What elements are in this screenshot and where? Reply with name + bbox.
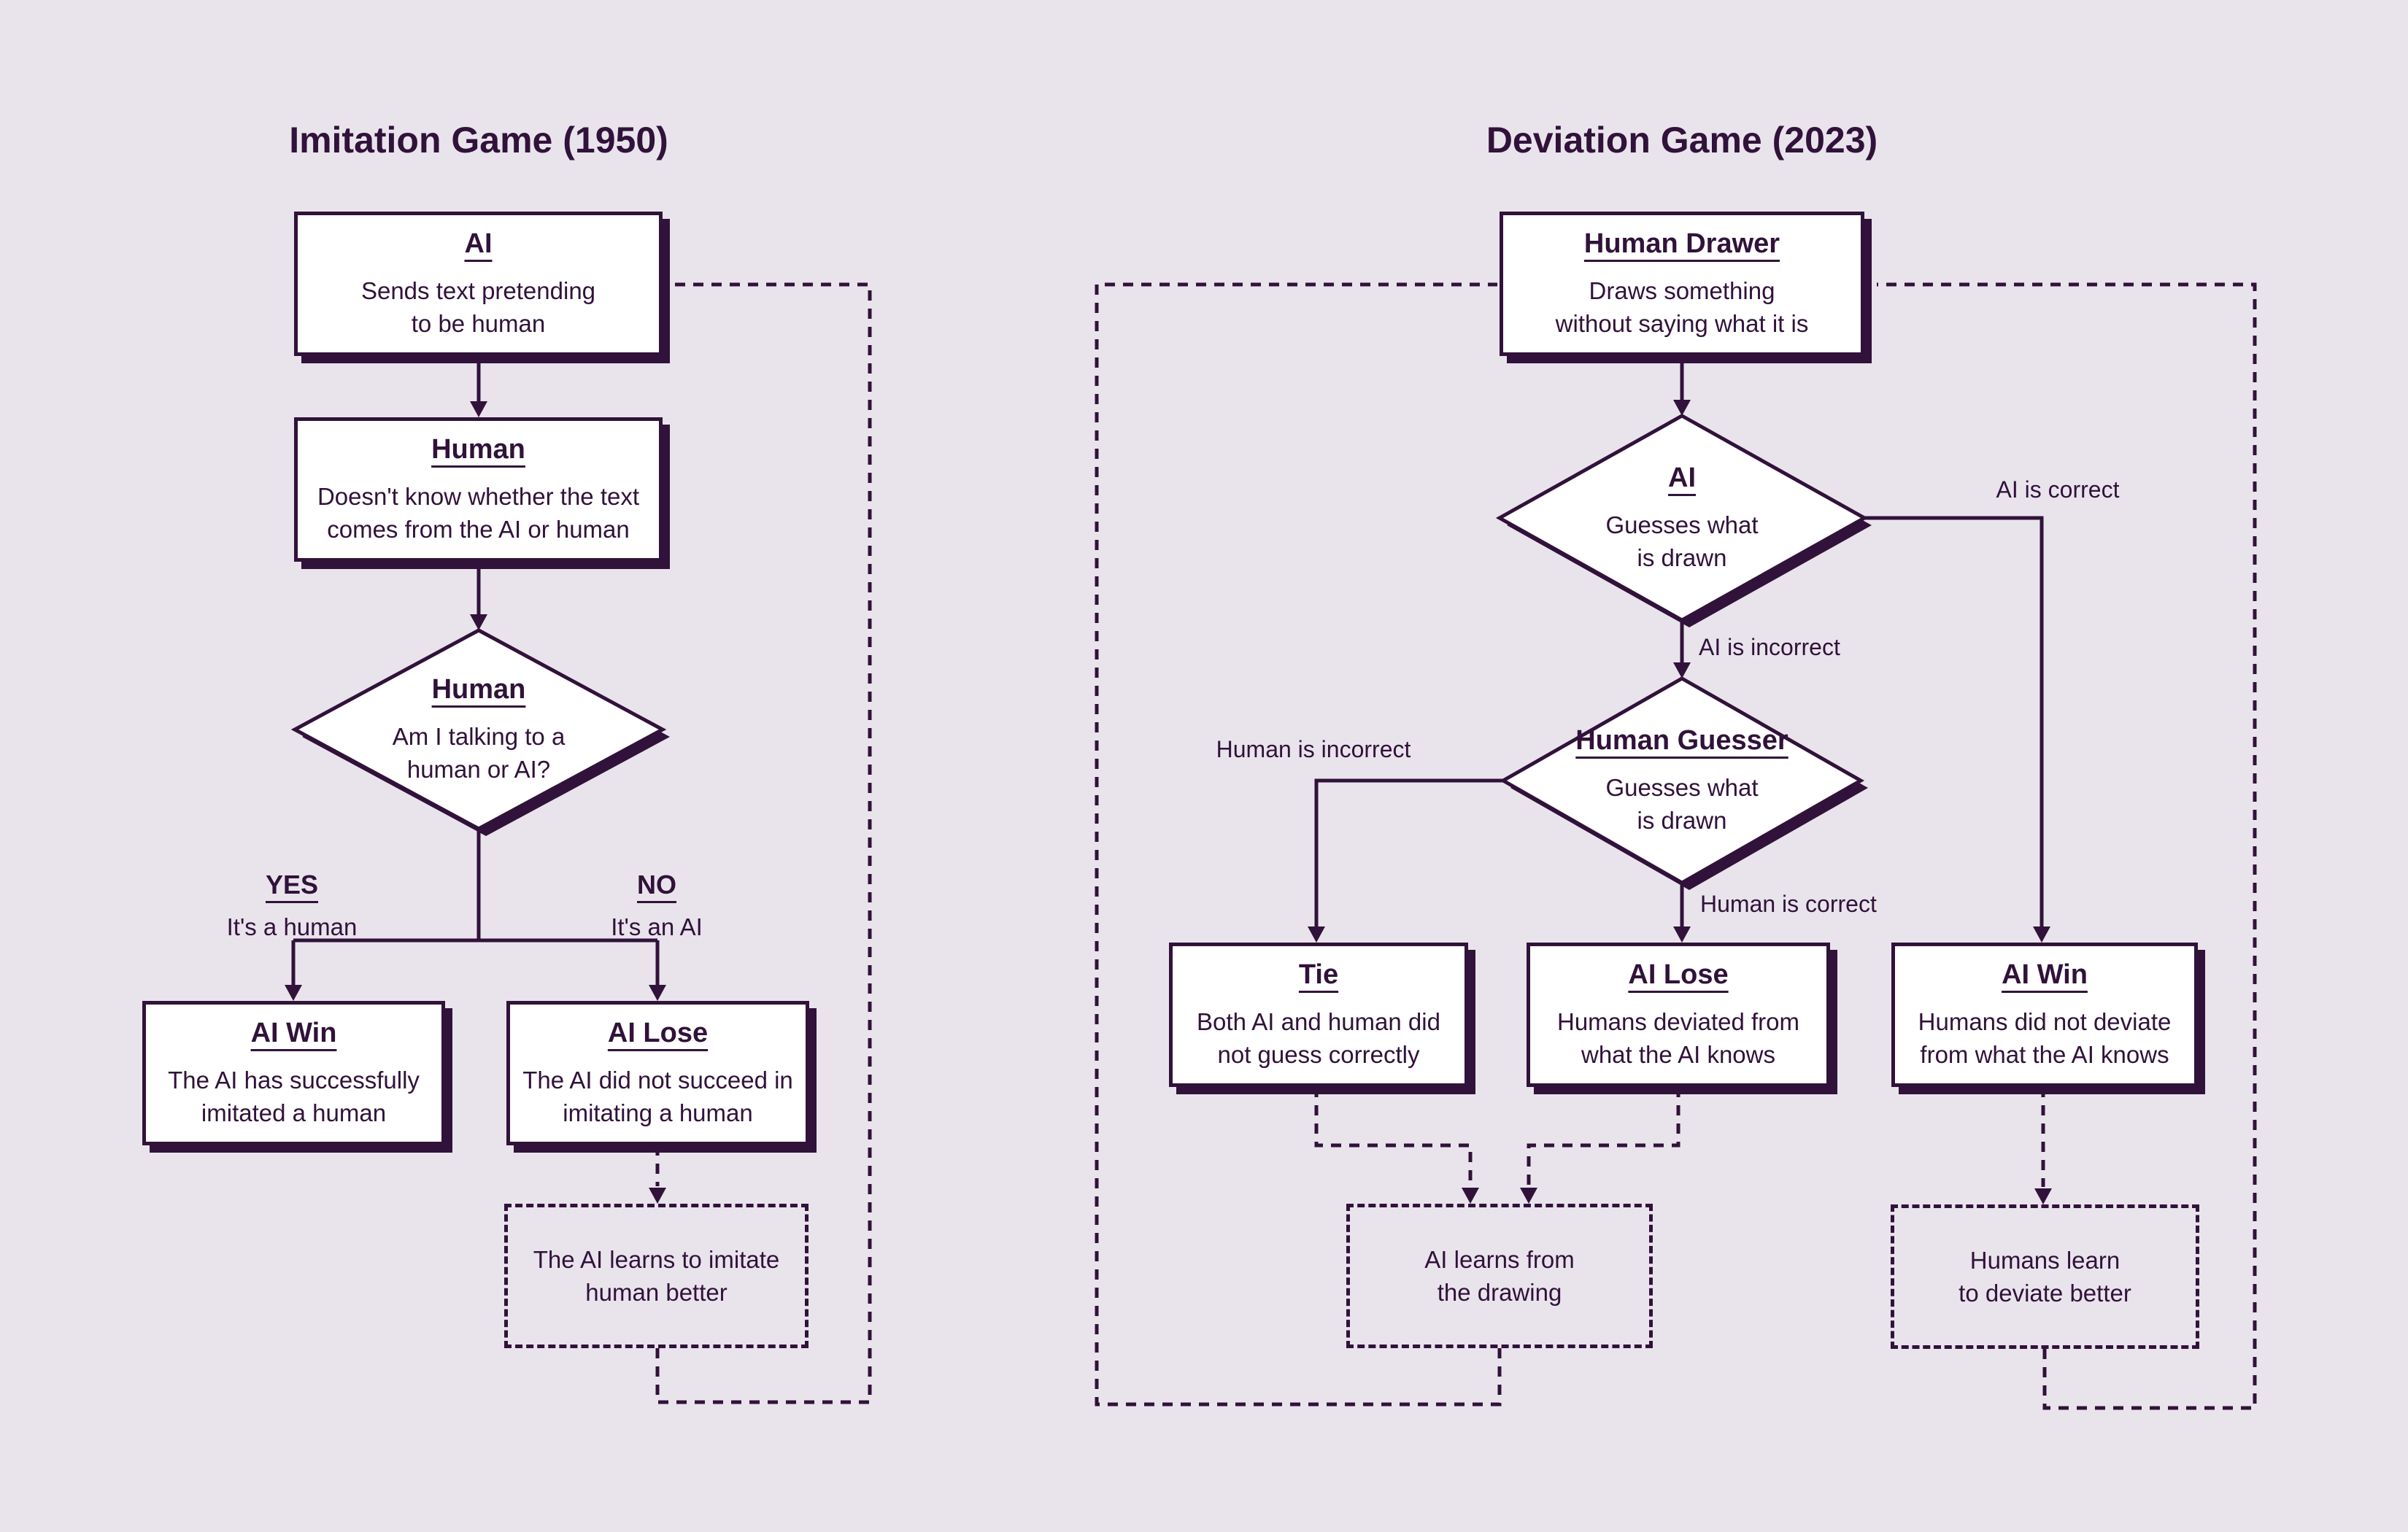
branch-no-caption: It's an AI [611, 913, 703, 940]
node-body: Draws something without saying what it i… [1555, 276, 1809, 337]
arrowhead [470, 614, 487, 630]
arrowhead [1462, 1188, 1479, 1204]
right-diagram-title: Deviation Game (2023) [1486, 120, 1878, 160]
node-ai-guesser: AI Guesses what is drawn [1536, 445, 1828, 591]
edge-decision-branch [291, 829, 660, 985]
branch-yes-caption: It's a human [226, 913, 358, 940]
node-heading: AI Win [250, 1017, 337, 1048]
node-body: Doesn't know whether the text comes from… [317, 482, 640, 543]
edge-feedback-loop-left [655, 282, 872, 1404]
node-human-drawer: Human Drawer Draws something without say… [1500, 212, 1864, 356]
arrowhead [1308, 926, 1325, 943]
node-ai-win-left: AI Win The AI has successfully imitated … [142, 1001, 445, 1145]
node-body: The AI has successfully imitated a human [168, 1066, 420, 1126]
ai-guesser-diamond [1495, 414, 1869, 622]
node-ai-learns-drawing: AI learns from the drawing [1346, 1204, 1653, 1348]
node-heading: Human [431, 673, 526, 705]
node-heading: AI [1668, 462, 1696, 493]
arrowhead [649, 1188, 666, 1204]
node-body: Am I talking to a human or AI? [392, 722, 566, 783]
node-body: Humans did not deviate from what the AI … [1918, 1007, 2172, 1068]
branch-yes: YES It's a human [182, 870, 401, 943]
node-heading: AI Win [2002, 959, 2088, 990]
arrowhead [2034, 1188, 2052, 1204]
arrowhead [285, 985, 302, 1001]
human-guesser-diamond [1499, 676, 1865, 885]
left-diagram-title: Imitation Game (1950) [289, 120, 668, 160]
branch-yes-label: YES [265, 870, 319, 900]
arrowhead [1673, 400, 1691, 416]
node-ai-win-right: AI Win Humans did not deviate from what … [1891, 943, 2198, 1087]
node-body: AI learns from the drawing [1424, 1246, 1575, 1306]
node-ai-sender: AI Sends text pretending to be human [294, 212, 663, 356]
node-humans-learn-deviate: Humans learn to deviate better [1891, 1204, 2199, 1349]
node-ai-learns-imitate: The AI learns to imitate human better [504, 1204, 809, 1348]
node-body: Humans learn to deviate better [1959, 1247, 2131, 1307]
edge-ailose-to-aifeedback [1527, 1087, 1680, 1186]
node-tie: Tie Both AI and human did not guess corr… [1169, 943, 1468, 1087]
arrowhead [649, 985, 666, 1001]
edge-human-incorrect [1314, 778, 1503, 926]
arrowhead [1520, 1188, 1537, 1204]
node-heading: Human [431, 433, 525, 465]
node-body: Guesses what is drawn [1605, 511, 1759, 571]
node-heading: Human Guesser [1575, 724, 1788, 756]
edge-label-ai-incorrect: AI is incorrect [1699, 634, 1840, 660]
branch-no-label: NO [637, 870, 676, 900]
arrowhead [2033, 926, 2050, 943]
edge-humanfeedback-loop [1877, 282, 2257, 1410]
node-ai-lose-left: AI Lose The AI did not succeed in imitat… [506, 1001, 809, 1145]
node-human-decision: Human Am I talking to a human or AI? [333, 657, 625, 802]
node-human-receiver: Human Doesn't know whether the text come… [294, 417, 663, 562]
edge-tie-to-aifeedback [1314, 1087, 1473, 1186]
edge-aifeedback-loop [1095, 282, 1502, 1407]
node-ai-lose-right: AI Lose Humans deviated from what the AI… [1527, 943, 1830, 1087]
node-heading: AI Lose [607, 1017, 709, 1048]
node-body: Sends text pretending to be human [360, 276, 596, 337]
node-body: Both AI and human did not guess correctl… [1197, 1007, 1440, 1068]
node-body: The AI learns to imitate human better [533, 1246, 780, 1306]
arrowhead [1673, 662, 1691, 678]
node-heading: Tie [1298, 959, 1339, 990]
branch-no: NO It's an AI [547, 870, 766, 943]
node-heading: AI Lose [1628, 959, 1729, 990]
node-body: Humans deviated from what the AI knows [1557, 1007, 1799, 1068]
decision-diamond [290, 628, 667, 831]
edge-ai-correct [1864, 516, 2044, 926]
arrowhead [1673, 926, 1691, 943]
edge-label-human-incorrect: Human is incorrect [1216, 736, 1411, 762]
arrowhead [470, 401, 487, 417]
node-body: The AI did not succeed in imitating a hu… [522, 1066, 793, 1126]
node-body: Guesses what is drawn [1605, 773, 1759, 834]
edge-label-human-correct: Human is correct [1700, 891, 1877, 917]
node-heading: Human Drawer [1583, 228, 1780, 259]
node-heading: AI [464, 228, 493, 259]
edge-label-ai-correct: AI is correct [1996, 476, 2120, 503]
node-human-guesser: Human Guesser Guesses what is drawn [1536, 708, 1828, 854]
